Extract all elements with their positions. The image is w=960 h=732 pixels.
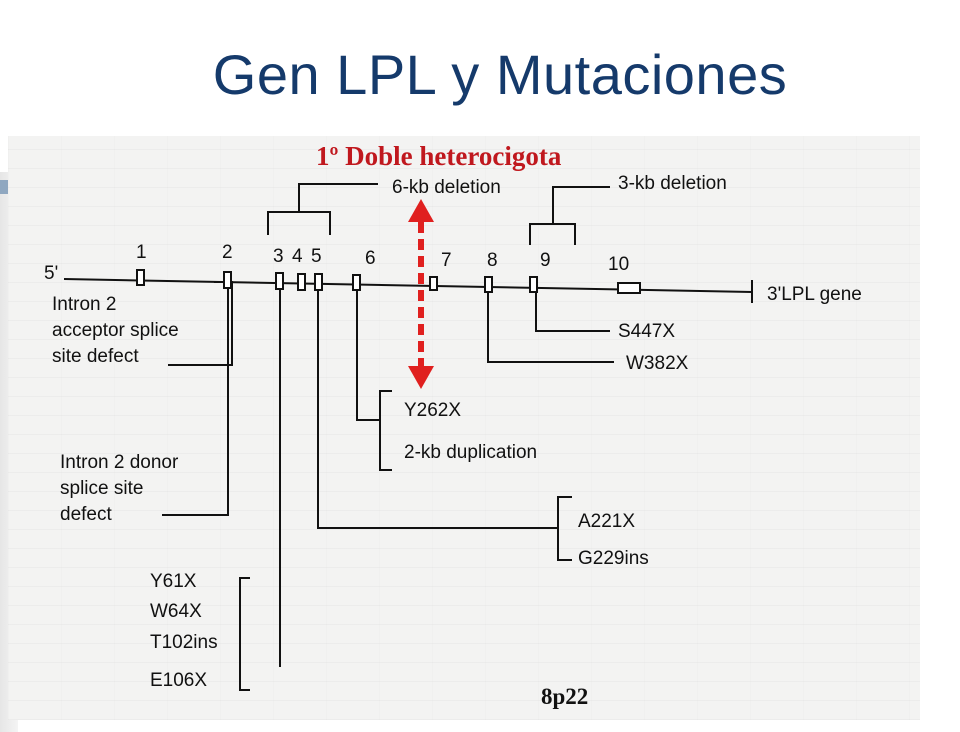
exon-7-number: 7 [441, 250, 452, 271]
mutation-t102ins: T102ins [150, 632, 218, 653]
exon-10-number: 10 [608, 254, 629, 275]
exon-3-box [275, 272, 284, 290]
exon5-bracket [557, 496, 572, 561]
six-kb-deletion-bracket [267, 183, 378, 235]
five-prime-label: 5' [44, 263, 58, 284]
six-kb-deletion-label: 6-kb deletion [392, 177, 501, 198]
exon-3-number: 3 [273, 246, 284, 267]
exon-1-box [136, 269, 145, 286]
scanned-figure-background [8, 136, 920, 720]
mutation-g229ins: G229ins [578, 548, 649, 569]
three-prime-label: 3'LPL gene [767, 284, 862, 305]
intron2-acceptor-line1: Intron 2 [52, 294, 116, 315]
exon-8-box [484, 276, 493, 293]
exon6-connector [356, 290, 380, 421]
mutation-a221x: A221X [578, 511, 635, 532]
exon-5-number: 5 [311, 246, 322, 267]
gene-backbone [63, 278, 753, 293]
mutation-w64x: W64X [150, 601, 202, 622]
exon9-connector [535, 292, 610, 332]
three-kb-deletion-bracket [529, 186, 610, 245]
intron2-donor-line3: defect [60, 504, 112, 525]
intron2-acceptor-line3: site defect [52, 346, 139, 367]
exon-9-number: 9 [540, 250, 551, 271]
exon-4-number: 4 [292, 246, 303, 267]
exon8-connector [487, 292, 614, 363]
mutation-e106x: E106X [150, 670, 207, 691]
mutation-w382x: W382X [626, 353, 689, 374]
chromosome-locus-label: 8p22 [541, 684, 588, 709]
exon-2-box [223, 271, 232, 289]
exon3-bracket [239, 577, 250, 691]
slide-title: Gen LPL y Mutaciones [212, 43, 788, 106]
exon6-bracket [379, 390, 392, 471]
three-kb-deletion-label: 3-kb deletion [618, 173, 727, 194]
exon-2-number: 2 [222, 242, 233, 263]
mutation-y262x: Y262X [404, 400, 461, 421]
mutation-s447x: S447X [618, 321, 675, 342]
exon-10-box [617, 282, 641, 294]
exon-1-number: 1 [136, 242, 147, 263]
exon-7-box [429, 276, 438, 291]
exon-8-number: 8 [487, 250, 498, 271]
intron2-donor-line2: splice site [60, 478, 143, 499]
red-double-arrow [408, 199, 434, 389]
intron2-donor-line1: Intron 2 donor [60, 452, 179, 473]
exon5-connector [317, 290, 558, 529]
exon-5-box [314, 273, 323, 291]
mutation-y61x: Y61X [150, 571, 197, 592]
intron2-acceptor-line2: acceptor splice [52, 320, 179, 341]
exon-6-number: 6 [365, 248, 376, 269]
exon-9-box [529, 276, 538, 293]
double-heterozygote-label: 1º Doble heterocigota [316, 141, 562, 171]
exon-6-box [352, 274, 361, 291]
intron2-donor-connector [162, 286, 229, 516]
exon-4-box [297, 273, 306, 291]
mutation-2kb-duplication: 2-kb duplication [404, 442, 537, 463]
